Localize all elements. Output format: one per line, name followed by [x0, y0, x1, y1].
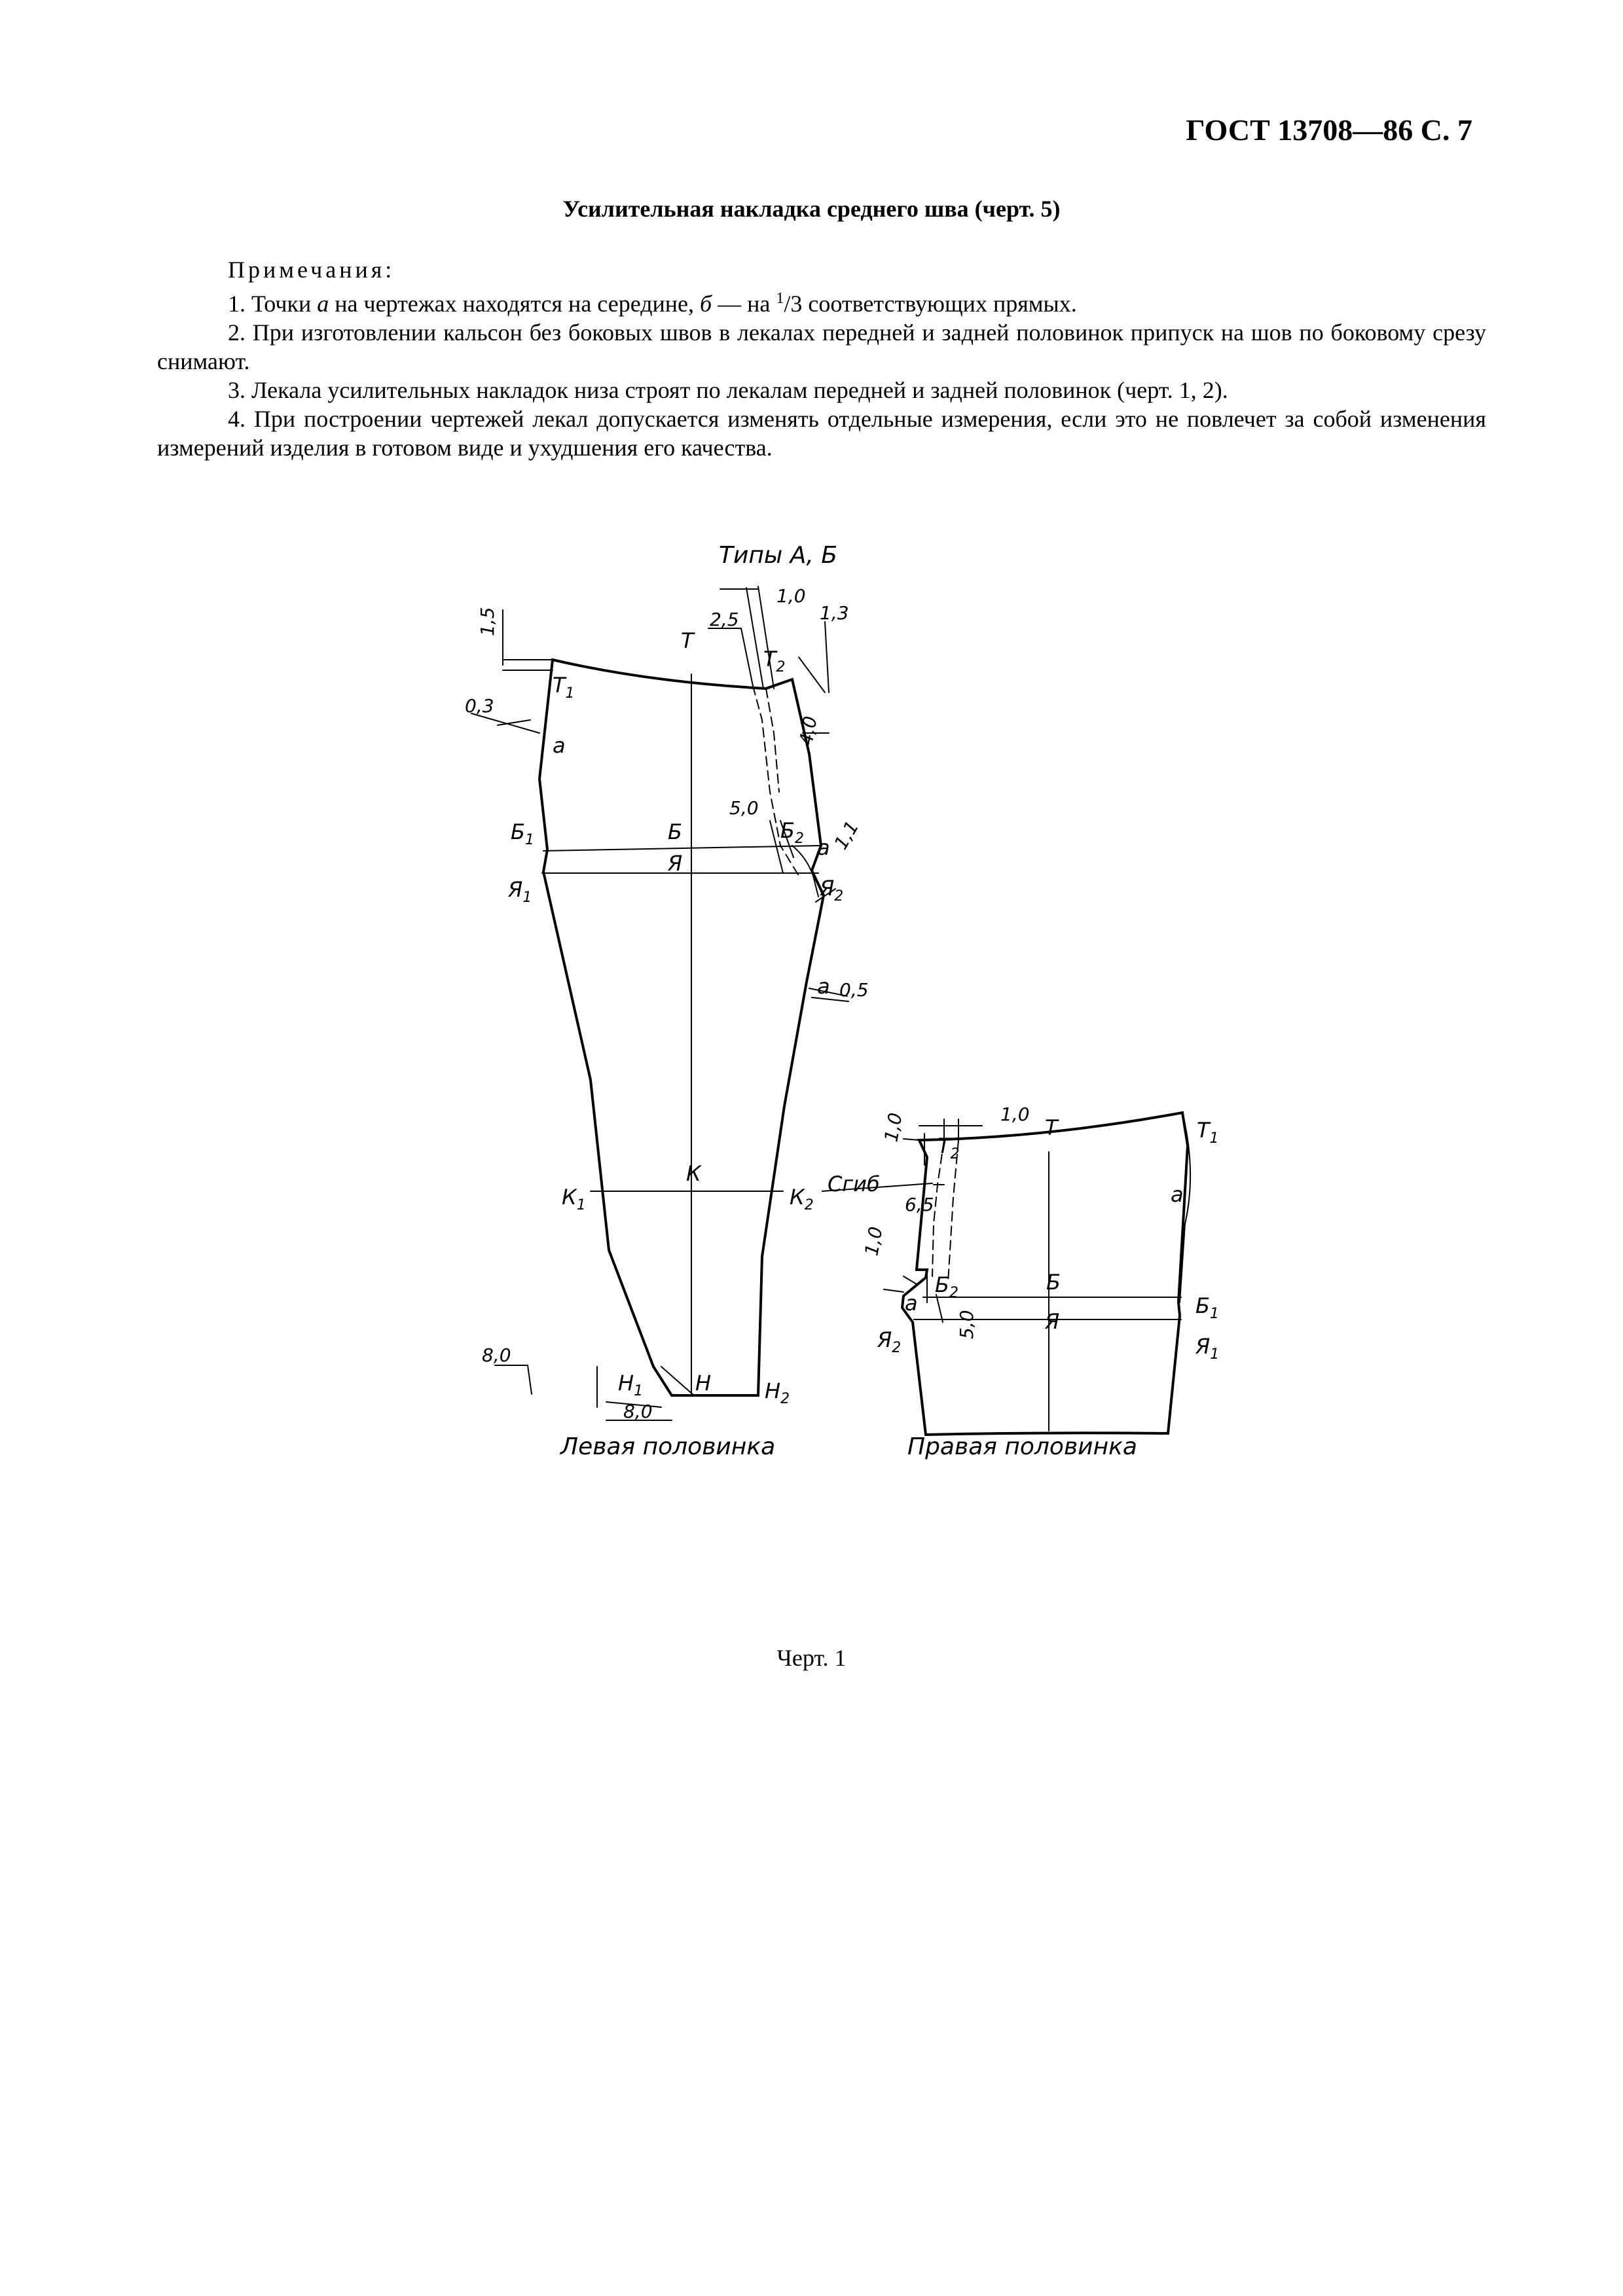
section-title: Усилительная накладка среднего шва (черт…	[562, 196, 1061, 222]
left-label-a-low: а	[817, 974, 830, 999]
right-label-T1: Т1	[1197, 1118, 1219, 1147]
left-dim-1-0: 1,0	[776, 585, 806, 607]
right-label-B: Б	[1046, 1270, 1061, 1295]
left-label-N: Н	[695, 1371, 711, 1395]
right-label-a-left: а	[905, 1291, 918, 1316]
left-label-Ya1: Я1	[507, 877, 532, 906]
left-label-T2: Т2	[763, 647, 786, 675]
pattern-drawing: Типы А, Б	[465, 542, 1219, 1460]
right-half-caption: Правая половинка	[907, 1433, 1137, 1460]
notes-heading: Примечания:	[228, 257, 395, 283]
left-label-Ya2: Я2	[819, 876, 843, 905]
left-half-pattern: Т1 Т Т2 а Б1 Б Б2 а Я1 Я Я2 а К1 К К2 Н1…	[465, 585, 869, 1460]
left-hem-diagonal	[661, 1366, 695, 1396]
right-dim-5-0: 5,0	[956, 1310, 977, 1339]
right-dim-1-0-top: 1,0	[1000, 1103, 1030, 1125]
right-label-a-right: а	[1171, 1182, 1184, 1207]
right-label-Ya2: Я2	[877, 1327, 901, 1356]
right-dim-1-0-v: 1,0	[880, 1111, 906, 1144]
note-item-1: 1. Точки а на чертежах находятся на сере…	[228, 290, 1077, 317]
left-outline	[538, 658, 826, 1397]
left-dim-0-5: 0,5	[839, 979, 869, 1001]
left-label-B2: Б2	[780, 818, 804, 847]
left-label-a-mid: а	[817, 835, 830, 860]
left-dim-4-0: 4,0	[795, 715, 821, 747]
left-label-B1: Б1	[511, 819, 534, 848]
left-label-a-top: а	[553, 733, 566, 758]
right-label-B1: Б1	[1195, 1293, 1219, 1322]
right-side-curve	[1179, 1112, 1192, 1303]
figure-caption: Черт. 1	[776, 1645, 847, 1671]
notes-block: Примечания: 1. Точки а на чертежах наход…	[157, 255, 1486, 462]
left-dim-8-0-v: 8,0	[482, 1344, 511, 1366]
left-crotch-curve	[792, 845, 819, 897]
left-label-T1: Т1	[553, 673, 575, 702]
note-item-4: 4. При построении чертежей лекал допуска…	[157, 406, 1486, 461]
left-seam-dashed-2	[765, 688, 780, 793]
right-dim-6-5: 6,5	[905, 1194, 934, 1215]
right-half-pattern: Т2 Т Т1 а Сгиб Б Б1 Б2 а Я2 Я Я1 1,0 1,0…	[822, 1103, 1219, 1460]
note-item-3: 3. Лекала усилительных накладок низа стр…	[228, 377, 1228, 403]
left-dim-lines	[471, 586, 849, 1421]
right-label-fold: Сгиб	[828, 1172, 880, 1196]
left-label-Ya: Я	[667, 851, 682, 876]
right-label-Ya1: Я1	[1195, 1334, 1219, 1363]
left-label-T: Т	[681, 628, 695, 653]
note-item-2: 2. При изготовлении кальсон без боковых …	[157, 319, 1486, 374]
left-dim-8-0-h: 8,0	[623, 1401, 653, 1422]
left-label-N1: Н1	[618, 1371, 643, 1399]
left-dim-1-3: 1,3	[820, 602, 849, 624]
left-dim-1-5: 1,5	[477, 607, 498, 636]
right-label-B2: Б2	[935, 1272, 958, 1301]
left-dim-0-3: 0,3	[465, 695, 494, 717]
left-label-K2: К2	[790, 1185, 814, 1213]
right-dim-lines	[822, 1119, 983, 1323]
left-label-K: К	[686, 1161, 702, 1186]
left-half-caption: Левая половинка	[559, 1433, 775, 1460]
right-seam-dashed-2	[947, 1139, 959, 1283]
left-dim-1-1: 1,1	[830, 817, 863, 853]
left-dim-2-5: 2,5	[710, 609, 739, 630]
right-label-T: Т	[1045, 1115, 1059, 1140]
left-label-N2: Н2	[765, 1378, 790, 1407]
document-header: ГОСТ 13708—86 С. 7	[1186, 113, 1472, 147]
right-outline	[900, 1111, 1190, 1437]
right-label-Ya: Я	[1044, 1309, 1059, 1334]
left-label-K1: К1	[562, 1185, 586, 1213]
types-label: Типы А, Б	[719, 542, 837, 569]
left-seam-dashed	[752, 685, 799, 876]
left-line-B	[543, 845, 820, 852]
right-dim-1-0-low: 1,0	[860, 1225, 886, 1258]
right-label-T2: Т2	[938, 1134, 960, 1162]
right-seam-dashed	[932, 1139, 945, 1277]
left-label-B: Б	[668, 819, 682, 844]
left-dim-5-0: 5,0	[729, 797, 759, 819]
